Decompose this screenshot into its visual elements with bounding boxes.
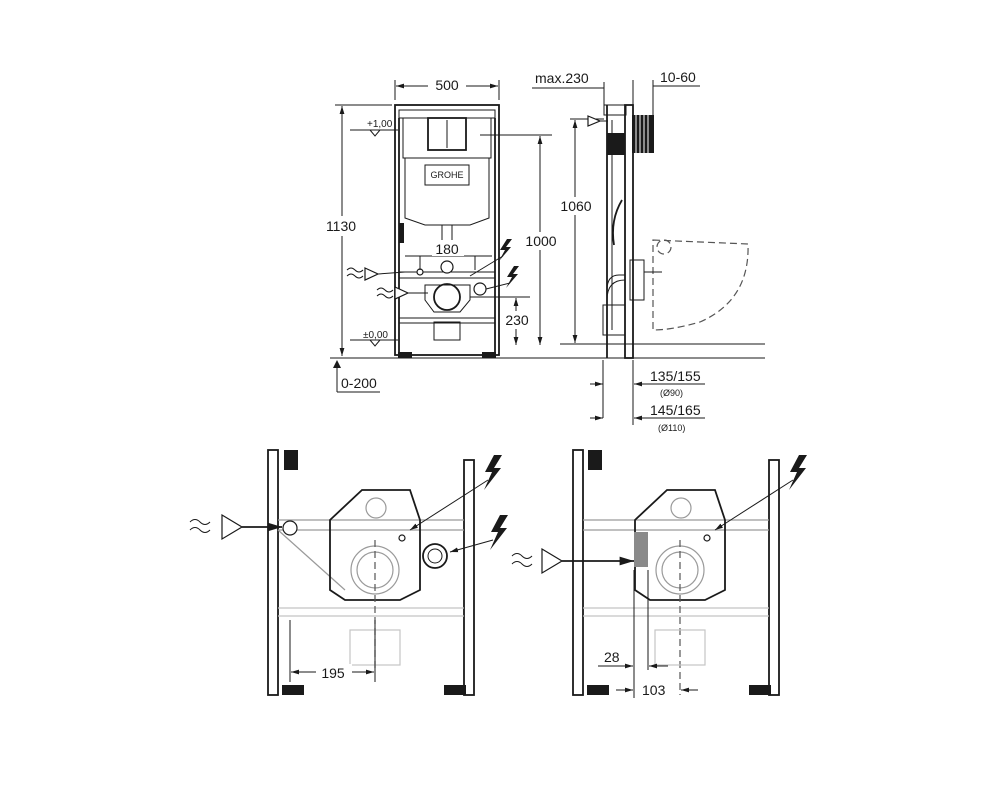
dim-side-drain-offset: 103 xyxy=(642,682,666,698)
detail-left-post-r xyxy=(463,459,475,696)
cistern xyxy=(404,157,490,226)
detail-right-water-arrow xyxy=(511,547,634,575)
front-view: GROHE 500 1130 +1,00 ±0,00 xyxy=(318,76,561,393)
brand-badge xyxy=(424,164,470,186)
toilet-bowl-outline xyxy=(652,239,749,331)
dim-pipe-110: (Ø110) xyxy=(658,423,685,433)
drain-outlet xyxy=(433,283,461,311)
detail-right-post-r xyxy=(768,459,780,696)
detail-left-brace xyxy=(277,529,346,591)
detail-left-valve xyxy=(284,450,298,470)
dim-side-height: 1060 xyxy=(560,198,591,214)
dim-1130-bg xyxy=(318,216,364,236)
side-inlet-arrow xyxy=(587,115,608,127)
frame-side-top xyxy=(603,104,627,116)
dim-drain-height: 230 xyxy=(505,312,529,328)
dim-drain-offset-90: 135/155 xyxy=(650,368,701,384)
dim-wall-depth: 10-60 xyxy=(660,69,696,85)
dim-0-200-arrow xyxy=(333,360,341,368)
detail-left: 195 xyxy=(189,449,508,696)
dim-support-height: 1000 xyxy=(525,233,556,249)
water-inlet-arrow xyxy=(346,267,406,281)
actuator-ribs xyxy=(635,115,649,153)
right-foot xyxy=(482,352,496,358)
detail-left-top-hole xyxy=(365,497,387,519)
dim-500-bg xyxy=(428,76,466,94)
dim-180-bg xyxy=(432,240,464,256)
detail-left-carrier xyxy=(329,489,421,601)
detail-right-carrier xyxy=(634,489,726,601)
side-view: max.230 10-60 1060 135/155 (Ø90) 145/165… xyxy=(532,69,765,433)
dim-1000-bg xyxy=(521,232,561,250)
drain-bend-side xyxy=(606,274,626,301)
detail-left-electric-2 xyxy=(449,515,508,553)
support-bracket xyxy=(399,223,404,243)
level-top-mark xyxy=(369,129,381,137)
detail-right-foot-r xyxy=(749,685,771,695)
detail-right-bend xyxy=(654,629,706,666)
frame-top-rail xyxy=(398,109,496,119)
dim-frame-width: 500 xyxy=(435,77,459,93)
dim-water-inlet-offset: 195 xyxy=(321,665,345,681)
detail-right: 28 103 xyxy=(511,449,807,698)
wall-plate xyxy=(629,259,645,301)
detail-right-foot-l xyxy=(587,685,609,695)
detail-left-socket xyxy=(422,543,448,569)
power-socket xyxy=(473,282,487,296)
water-inlet xyxy=(440,260,454,274)
detail-left-water-arrow xyxy=(189,513,282,541)
detail-left-inlet xyxy=(282,520,298,536)
electric-icon-1 xyxy=(469,239,512,277)
actuator-housing xyxy=(632,115,654,153)
dim-side-inlet-offset: 28 xyxy=(604,649,620,665)
drain-body xyxy=(424,284,471,313)
detail-right-valve xyxy=(588,450,602,470)
dim-frame-height: 1130 xyxy=(326,218,356,234)
detail-left-foot-l xyxy=(282,685,304,695)
detail-right-top-hole xyxy=(670,497,692,519)
dim-pipe-90: (Ø90) xyxy=(660,388,683,398)
electric-icon-2 xyxy=(485,266,519,290)
dim-floor-adjust: 0-200 xyxy=(341,375,377,391)
detail-left-electric-1 xyxy=(409,455,502,531)
left-foot xyxy=(398,352,412,358)
dim-drain-offset-110: 145/165 xyxy=(650,402,701,418)
detail-left-post-l xyxy=(267,449,279,696)
level-zero-label: ±0,00 xyxy=(363,330,388,341)
drain-inlet-arrow xyxy=(376,286,428,300)
detail-right-socket-point xyxy=(703,534,711,542)
level-zero-mark xyxy=(369,339,381,347)
valve-block xyxy=(607,133,625,155)
drain-pipe-side xyxy=(602,304,626,336)
level-top-label: +1,00 xyxy=(367,119,393,130)
detail-left-socket-inner xyxy=(427,548,443,564)
detail-right-inlet-block xyxy=(634,532,648,567)
detail-left-socket-point xyxy=(398,534,406,542)
drain-bend xyxy=(433,321,461,341)
toilet-hinge xyxy=(656,239,672,255)
dim-195-bg xyxy=(316,664,352,680)
flush-button-frame xyxy=(427,117,467,151)
brand-logo: GROHE xyxy=(430,170,463,180)
dim-230-bg xyxy=(500,311,534,329)
dim-depth-max: max.230 xyxy=(535,70,589,86)
detail-left-foot-r xyxy=(444,685,466,695)
wall-section xyxy=(624,104,634,359)
dim-pipe-spacing: 180 xyxy=(435,241,459,257)
detail-right-electric xyxy=(714,455,807,531)
detail-right-post-l xyxy=(572,449,584,696)
hose xyxy=(612,199,623,246)
frame-outline xyxy=(394,104,500,356)
dim-1060-bg xyxy=(556,197,596,215)
